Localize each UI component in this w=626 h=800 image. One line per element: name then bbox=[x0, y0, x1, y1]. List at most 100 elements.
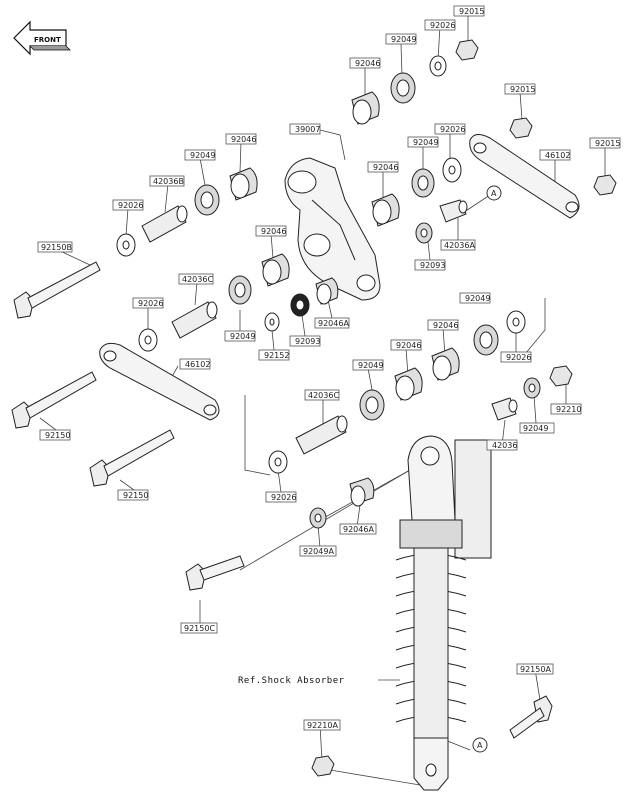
part-label[interactable]: 92049 bbox=[385, 33, 416, 45]
svg-text:92026: 92026 bbox=[271, 493, 296, 502]
part-label[interactable]: 92026 bbox=[424, 19, 455, 31]
svg-text:92046A: 92046A bbox=[318, 319, 349, 328]
tie-rod-lower bbox=[99, 342, 220, 421]
sleeves bbox=[141, 199, 518, 455]
part-label[interactable]: 92046A bbox=[314, 317, 349, 329]
svg-text:92150B: 92150B bbox=[41, 243, 72, 252]
part-labels: 92015 92026 92049 92046 92015 92015 3900… bbox=[37, 5, 620, 731]
part-label[interactable]: 92150C bbox=[180, 622, 218, 634]
part-label[interactable]: 92150B bbox=[37, 241, 73, 253]
svg-text:92150: 92150 bbox=[123, 491, 148, 500]
svg-text:92152: 92152 bbox=[264, 351, 289, 360]
svg-text:92046: 92046 bbox=[231, 135, 256, 144]
svg-text:42036A: 42036A bbox=[444, 241, 475, 250]
marker-text: A bbox=[491, 189, 497, 198]
svg-text:92046: 92046 bbox=[355, 59, 380, 68]
part-label[interactable]: 92049 bbox=[407, 136, 438, 148]
part-label[interactable]: 92026 bbox=[132, 297, 163, 309]
part-label[interactable]: 92015 bbox=[504, 83, 535, 95]
part-label[interactable]: 42036A bbox=[440, 239, 475, 251]
part-label[interactable]: 92049 bbox=[352, 359, 383, 371]
svg-text:92049: 92049 bbox=[413, 138, 438, 147]
front-label: FRONT bbox=[34, 36, 61, 44]
ref-marker-a: A A bbox=[472, 185, 502, 753]
svg-text:92026: 92026 bbox=[506, 353, 531, 362]
part-label[interactable]: 92046 bbox=[427, 319, 458, 331]
svg-text:92049: 92049 bbox=[391, 35, 416, 44]
svg-text:92093: 92093 bbox=[420, 261, 445, 270]
ref-shock-absorber-label: Ref.Shock Absorber bbox=[238, 676, 345, 686]
part-label[interactable]: 92093 bbox=[289, 335, 320, 347]
part-label[interactable]: 92046 bbox=[390, 339, 421, 351]
nuts bbox=[311, 39, 617, 777]
part-label[interactable]: 92150 bbox=[39, 429, 70, 441]
svg-text:92026: 92026 bbox=[440, 125, 465, 134]
part-label[interactable]: 46102 bbox=[539, 149, 570, 161]
part-label[interactable]: 92049 bbox=[519, 422, 555, 434]
bolts bbox=[11, 261, 553, 739]
part-label[interactable]: 92210A bbox=[303, 719, 341, 731]
svg-text:92150: 92150 bbox=[45, 431, 70, 440]
front-arrow-icon: FRONT bbox=[13, 20, 71, 56]
part-label[interactable]: 92049 bbox=[184, 149, 215, 161]
svg-text:92150A: 92150A bbox=[520, 665, 551, 674]
part-label[interactable]: 92046 bbox=[367, 161, 398, 173]
svg-text:46102: 46102 bbox=[545, 151, 570, 160]
svg-text:92046: 92046 bbox=[396, 341, 421, 350]
svg-text:92049: 92049 bbox=[358, 361, 383, 370]
svg-text:92093: 92093 bbox=[295, 337, 320, 346]
part-label[interactable]: 92049 bbox=[459, 292, 490, 304]
washers bbox=[116, 55, 526, 474]
svg-text:92015: 92015 bbox=[595, 139, 620, 148]
svg-text:92049: 92049 bbox=[190, 151, 215, 160]
bearings bbox=[229, 91, 460, 507]
part-label[interactable]: 92210 bbox=[550, 403, 581, 415]
svg-text:92026: 92026 bbox=[138, 299, 163, 308]
svg-text:92210A: 92210A bbox=[307, 721, 338, 730]
part-label[interactable]: 92026 bbox=[112, 199, 143, 211]
svg-text:92015: 92015 bbox=[459, 7, 484, 16]
part-label[interactable]: 92152 bbox=[258, 349, 289, 361]
part-label[interactable]: 39007 bbox=[289, 123, 320, 135]
part-label[interactable]: 92015 bbox=[453, 5, 484, 17]
svg-text:92026: 92026 bbox=[430, 21, 455, 30]
part-label[interactable]: 42036C bbox=[304, 389, 339, 401]
part-label[interactable]: 92049A bbox=[299, 545, 337, 557]
svg-text:42036C: 42036C bbox=[308, 391, 339, 400]
svg-text:92049: 92049 bbox=[523, 424, 548, 433]
part-label[interactable]: 92026 bbox=[500, 351, 531, 363]
svg-text:92049A: 92049A bbox=[303, 547, 334, 556]
svg-text:42036C: 42036C bbox=[182, 275, 213, 284]
svg-text:42036B: 42036B bbox=[153, 177, 184, 186]
svg-text:92046A: 92046A bbox=[343, 525, 374, 534]
part-label[interactable]: 92046 bbox=[349, 57, 380, 69]
part-label[interactable]: 92026 bbox=[434, 123, 465, 135]
svg-text:92046: 92046 bbox=[261, 227, 286, 236]
part-label[interactable]: 92150A bbox=[516, 663, 554, 675]
svg-text:92046: 92046 bbox=[433, 321, 458, 330]
part-label[interactable]: 42036B bbox=[149, 175, 185, 187]
part-label[interactable]: 92046 bbox=[255, 225, 286, 237]
tie-rod-upper bbox=[469, 134, 580, 219]
svg-text:92150C: 92150C bbox=[184, 624, 215, 633]
part-label[interactable]: 92049 bbox=[224, 330, 255, 342]
svg-text:92026: 92026 bbox=[118, 201, 143, 210]
part-label[interactable]: 92046A bbox=[339, 523, 377, 535]
seals bbox=[194, 72, 541, 529]
part-label[interactable]: 42036C bbox=[178, 273, 213, 285]
part-label[interactable]: 92026 bbox=[265, 491, 296, 503]
part-label[interactable]: 42036 bbox=[486, 439, 517, 451]
svg-text:42036: 42036 bbox=[492, 441, 517, 450]
part-label[interactable]: 92093 bbox=[414, 259, 445, 271]
part-label[interactable]: 46102 bbox=[179, 358, 210, 370]
part-label[interactable]: 92015 bbox=[589, 137, 620, 149]
svg-text:92015: 92015 bbox=[510, 85, 535, 94]
leader-lines bbox=[39, 14, 606, 786]
part-label[interactable]: 92046 bbox=[225, 133, 256, 145]
svg-text:39007: 39007 bbox=[295, 125, 320, 134]
svg-text:92210: 92210 bbox=[556, 405, 581, 414]
svg-text:46102: 46102 bbox=[185, 360, 210, 369]
svg-text:92049: 92049 bbox=[230, 332, 255, 341]
part-label[interactable]: 92150 bbox=[117, 489, 148, 501]
